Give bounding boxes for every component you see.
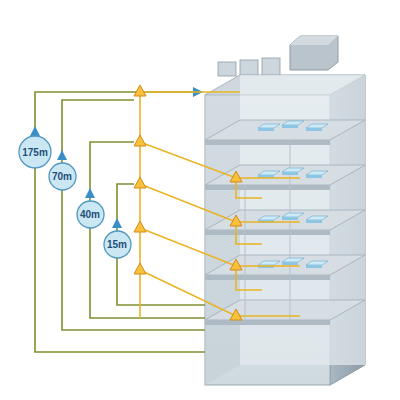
- indoor-units: [282, 213, 304, 217]
- branch-triangles: [230, 171, 242, 182]
- height-lines: [35, 92, 205, 352]
- refrigerant-pipes: [140, 92, 300, 318]
- height-label: 15m: [107, 239, 127, 250]
- indoor-units: [306, 216, 328, 220]
- indoor-units: [306, 171, 328, 175]
- height-lines: [62, 100, 205, 330]
- refrigerant-pipes: [140, 91, 240, 93]
- circle-shape: [19, 136, 51, 168]
- branch-triangles: [230, 259, 242, 270]
- indoor-units: [258, 124, 280, 128]
- branch-triangles: [134, 135, 146, 146]
- indoor-units: [282, 258, 304, 262]
- indoor-units: [282, 262, 298, 265]
- height-lines: [35, 92, 205, 352]
- height-circle: 40m: [76, 200, 105, 229]
- outdoor-units: [218, 36, 338, 76]
- blue-arrowheads: [30, 126, 40, 136]
- height-label: 70m: [52, 171, 72, 182]
- height-lines: [90, 142, 205, 318]
- floor-slabs: [205, 230, 330, 235]
- circle-shape: [104, 231, 131, 258]
- branch-triangles: [230, 215, 242, 226]
- height-label: 40m: [80, 209, 100, 220]
- refrigerant-pipes: [139, 92, 141, 318]
- outdoor-units: [290, 36, 338, 70]
- indoor-units: [306, 261, 328, 265]
- branch-triangles: [230, 309, 242, 320]
- refrigerant-pipes: [140, 142, 300, 178]
- outdoor-units: [290, 36, 338, 45]
- floor-slabs: [205, 140, 330, 145]
- height-label: 175m: [22, 147, 48, 158]
- floor-slabs: [245, 185, 246, 320]
- indoor-units: [282, 217, 298, 220]
- branch-triangles: [134, 221, 146, 232]
- circle-shape: [49, 163, 76, 190]
- branch-triangles: [134, 85, 146, 96]
- blue-arrowheads: [112, 218, 122, 228]
- circle-shape: [77, 201, 104, 228]
- floor-slabs: [205, 255, 365, 275]
- indoor-units: [258, 121, 328, 268]
- floor-slabs: [205, 275, 330, 280]
- indoor-units: [258, 171, 280, 175]
- indoor-units: [306, 175, 322, 178]
- outdoor-units: [240, 60, 258, 76]
- floor-slabs: [205, 185, 330, 190]
- indoor-units: [258, 128, 274, 131]
- indoor-units: [306, 124, 328, 128]
- indoor-units: [306, 128, 322, 131]
- indoor-units: [258, 261, 280, 265]
- outdoor-units: [262, 58, 280, 76]
- blue-arrowheads: [30, 87, 203, 228]
- floor-slabs: [205, 120, 365, 140]
- branch-triangles: [134, 85, 242, 320]
- floor-slabs: [205, 300, 365, 320]
- branch-triangles: [134, 263, 146, 274]
- height-circle: 70m: [48, 162, 77, 191]
- indoor-units: [282, 172, 298, 175]
- indoor-units: [258, 216, 280, 220]
- blue-arrowheads: [85, 188, 95, 198]
- building-body: [205, 75, 365, 385]
- outdoor-units: [218, 62, 236, 76]
- height-circle: 15m: [103, 230, 132, 259]
- floor-slabs: [290, 140, 291, 320]
- refrigerant-pipes: [140, 270, 300, 316]
- floor-slabs: [205, 320, 330, 325]
- blue-arrowheads: [57, 150, 67, 160]
- refrigerant-pipes: [140, 228, 300, 266]
- refrigerant-pipes: [140, 184, 300, 222]
- height-circle: 175m: [18, 135, 52, 169]
- indoor-units: [306, 265, 322, 268]
- branch-triangles: [134, 177, 146, 188]
- indoor-units: [282, 168, 304, 172]
- indoor-units: [282, 121, 304, 125]
- indoor-units: [306, 220, 322, 223]
- indoor-units: [282, 125, 298, 128]
